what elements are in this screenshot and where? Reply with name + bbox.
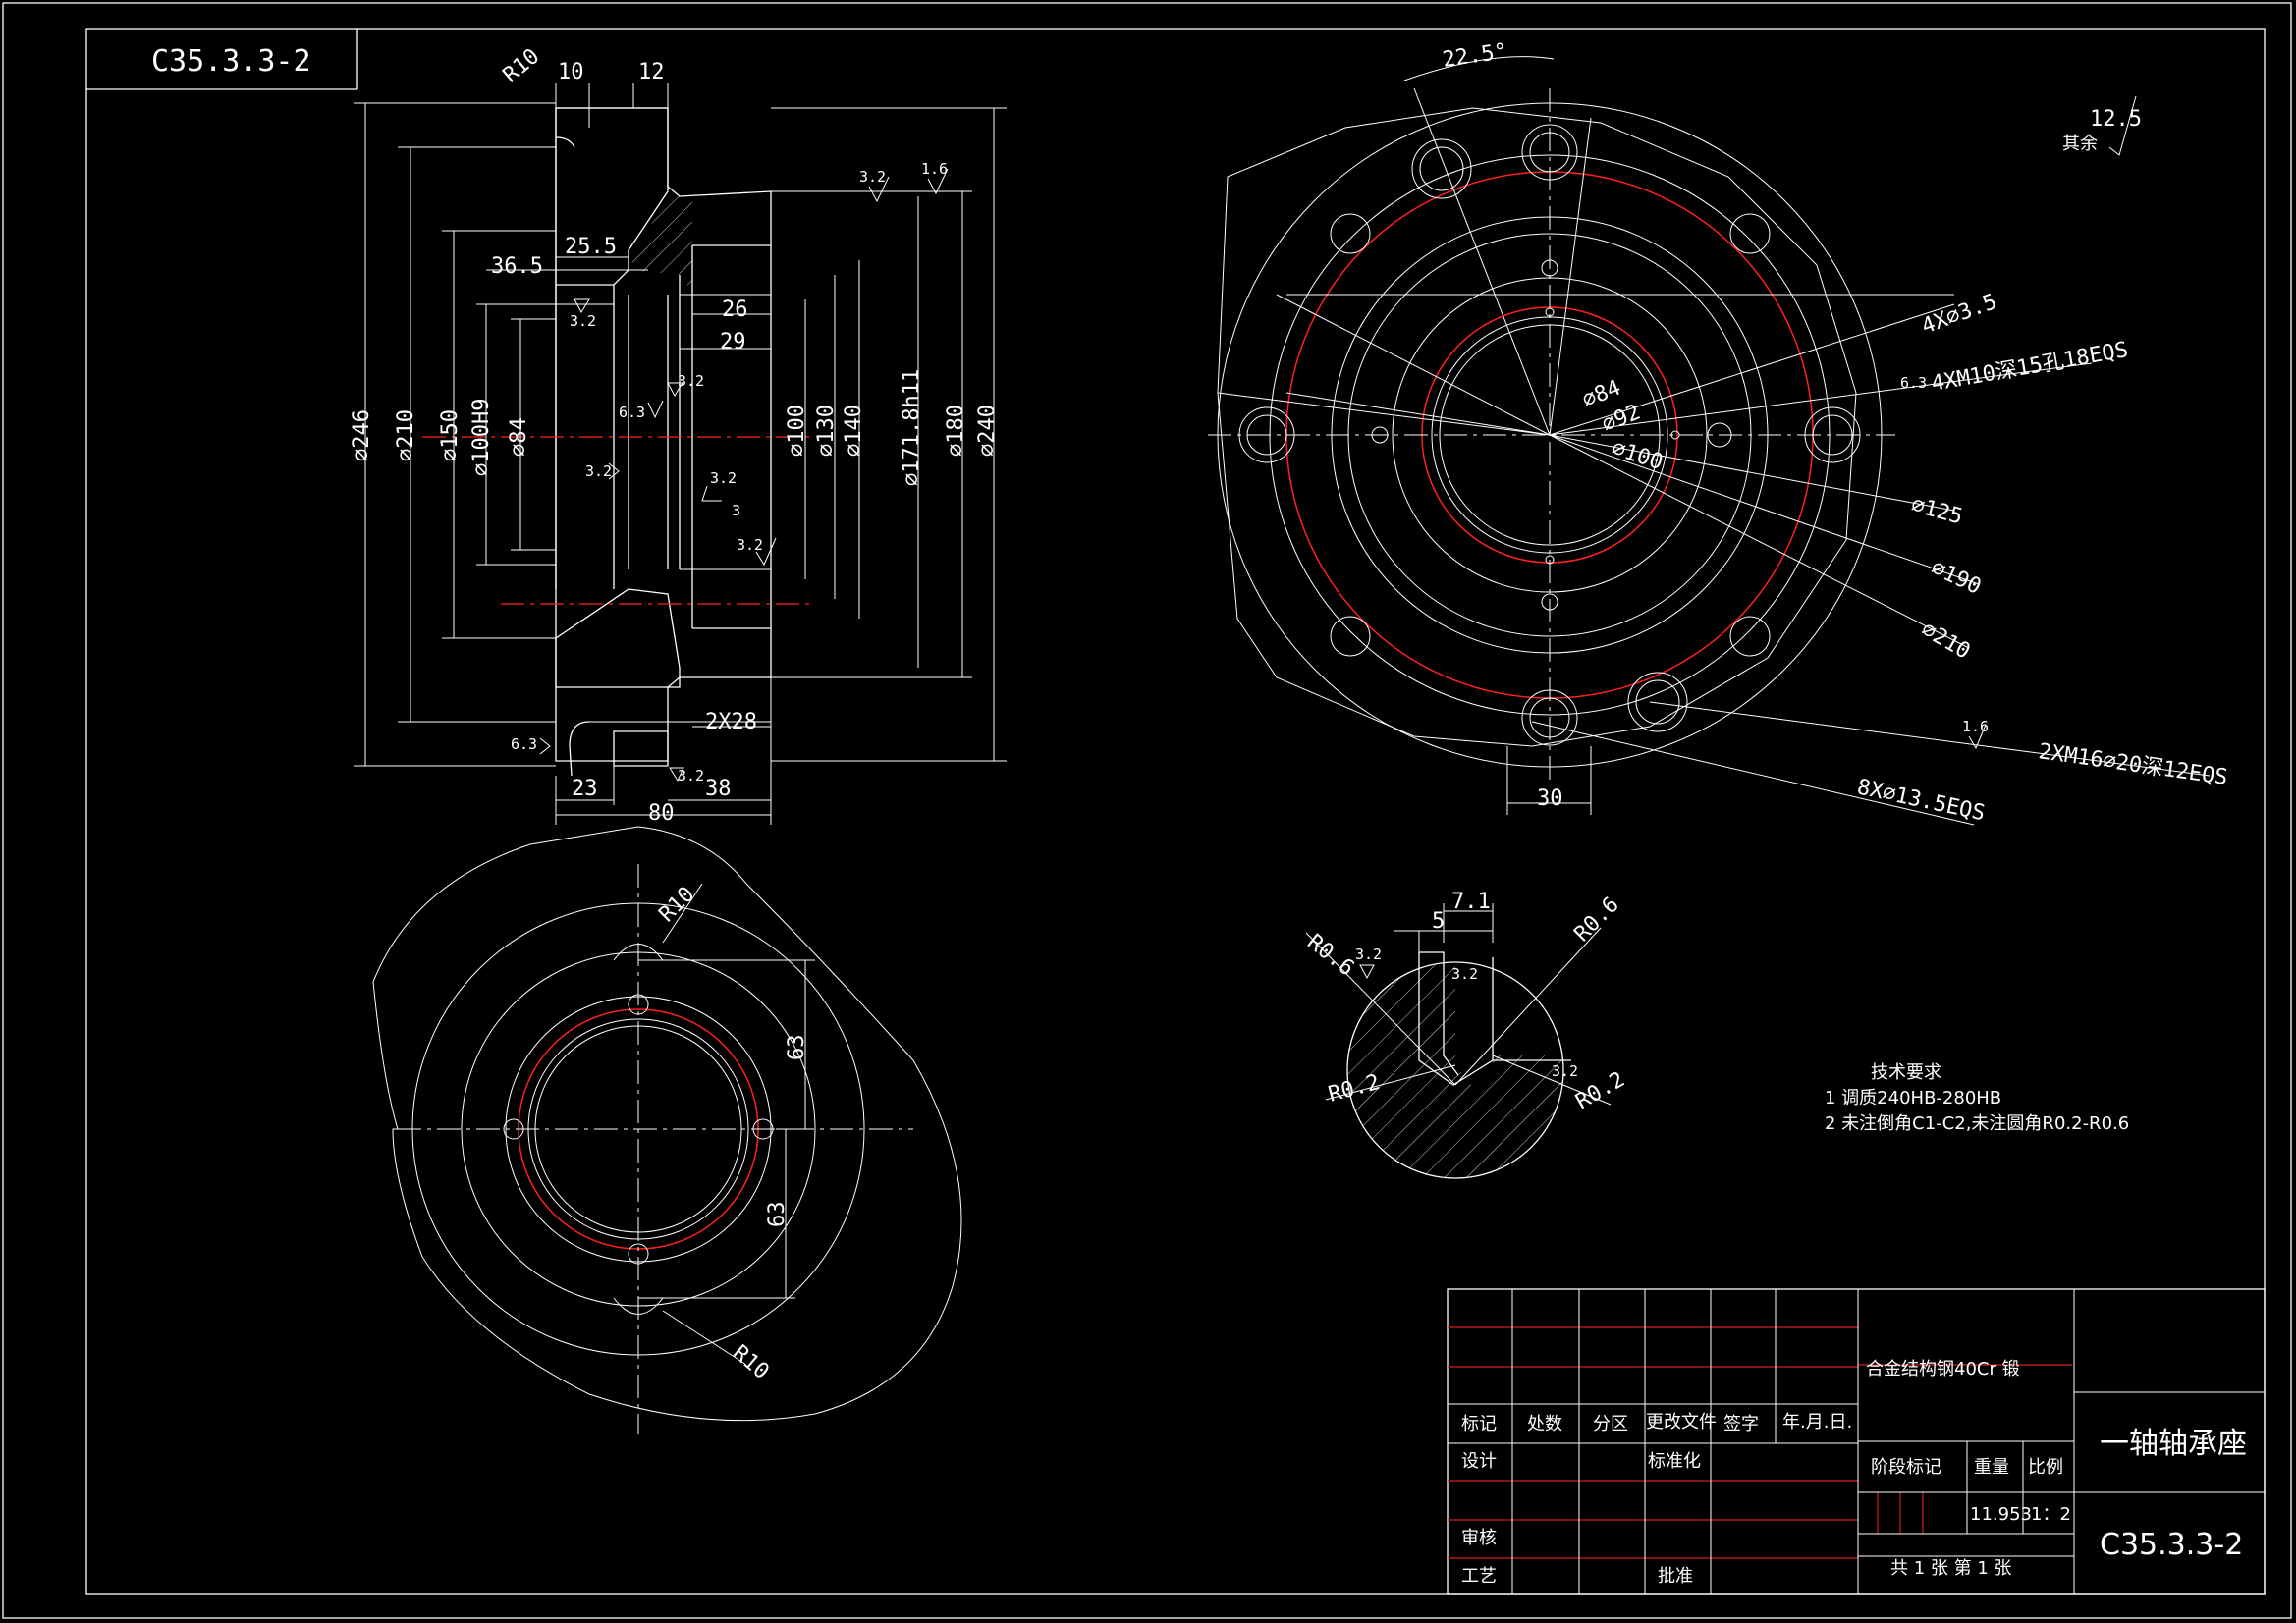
- leader-4x-d3-5: 4X⌀3.5: [1919, 290, 2000, 340]
- leader-rough-1-6: 1.6: [1962, 718, 1989, 735]
- detail-r0-2-right: R0.2: [1572, 1067, 1629, 1114]
- leader-d190: ⌀190: [1927, 556, 1985, 600]
- leader-2x-m16: 2XM16⌀20深12EQS: [2037, 739, 2229, 790]
- dim-38: 38: [705, 777, 732, 801]
- leader-d125: ⌀125: [1908, 493, 1965, 530]
- svg-text:3.2: 3.2: [570, 312, 596, 330]
- svg-text:6.3: 6.3: [511, 735, 537, 753]
- svg-text:6.3: 6.3: [619, 404, 645, 421]
- tb-label-date: 年.月.日.: [1782, 1412, 1852, 1433]
- dim-d150: ⌀150: [438, 409, 463, 461]
- detail-rough-mid: 3.2: [1451, 965, 1478, 983]
- svg-text:3: 3: [732, 502, 740, 519]
- detail-dim-5: 5: [1432, 909, 1445, 934]
- svg-text:3.2: 3.2: [710, 469, 737, 487]
- tb-row-process: 工艺: [1461, 1566, 1497, 1587]
- tb-part-name: 一轴轴承座: [2100, 1427, 2247, 1461]
- dim-25-5: 25.5: [565, 235, 617, 259]
- dim-r10-top: R10: [499, 44, 545, 88]
- tb-row-standard: 标准化: [1648, 1451, 1701, 1472]
- dim-30: 30: [1537, 786, 1563, 811]
- roughness-marks: 3.2 1.6 3.2 6.3 3.2 3.2 3.2 3 3.2 6.3 3.…: [511, 160, 949, 784]
- bottom-r10-bottom: R10: [728, 1340, 774, 1384]
- dim-d100h9: ⌀100H9: [469, 399, 494, 476]
- svg-text:3.2: 3.2: [737, 536, 763, 554]
- leader-d210: ⌀210: [1917, 618, 1974, 665]
- tb-stage-label: 阶段标记: [1871, 1457, 1941, 1478]
- dim-d246: ⌀246: [350, 409, 374, 461]
- tb-row-review: 审核: [1461, 1528, 1497, 1548]
- rough-default-value: 12.5: [2090, 107, 2142, 132]
- dim-29: 29: [720, 330, 746, 354]
- tb-label-signature: 签字: [1723, 1414, 1759, 1434]
- tb-scale-value: 1：2: [2031, 1504, 2071, 1525]
- dim-26: 26: [722, 298, 748, 322]
- svg-text:3.2: 3.2: [678, 767, 704, 784]
- dim-d130: ⌀130: [814, 405, 839, 457]
- dim-d171-8: ⌀171.8h11: [900, 369, 924, 486]
- svg-text:3.2: 3.2: [585, 462, 612, 480]
- tb-sheets: 共 1 张 第 1 张: [1890, 1558, 2012, 1579]
- tb-weight-label: 重量: [1974, 1457, 2009, 1478]
- detail-r0-6-right: R0.6: [1570, 893, 1624, 947]
- tb-label-count: 处数: [1527, 1414, 1562, 1434]
- dim-23: 23: [572, 777, 598, 801]
- dim-80: 80: [648, 801, 675, 826]
- svg-text:3.2: 3.2: [859, 168, 886, 186]
- leader-4x-m10: 4XM10深15孔18EQS: [1930, 338, 2130, 397]
- bottom-view: R10 63 63 R10: [372, 826, 962, 1434]
- tb-label-change-doc: 更改文件: [1646, 1412, 1717, 1433]
- front-view: 22.5° 4X⌀3.5 6.3 4XM10深15孔18EQS ⌀84 ⌀92 …: [1208, 39, 2229, 826]
- title-block: 标记 处数 分区 更改文件 签字 年.月.日. 设计 标准化 审核 工艺 批准 …: [1447, 1288, 2266, 1595]
- dim-d100: ⌀100: [785, 405, 809, 457]
- tb-weight-value: 11.953: [1970, 1504, 2032, 1525]
- tech-requirements: 技术要求 1 调质240HB-280HB 2 未注倒角C1-C2,未注圆角R0.…: [1825, 1062, 2129, 1134]
- svg-text:3.2: 3.2: [678, 372, 704, 390]
- leader-rough-6-3: 6.3: [1900, 374, 1927, 392]
- tech-req-item-2: 2 未注倒角C1-C2,未注圆角R0.2-R0.6: [1825, 1113, 2129, 1134]
- angle-22-5: 22.5°: [1441, 39, 1508, 73]
- svg-text:1.6: 1.6: [921, 160, 948, 178]
- tb-label-zone: 分区: [1593, 1414, 1628, 1434]
- detail-r0-6-left: R0.6: [1302, 930, 1358, 981]
- tb-scale-label: 比例: [2028, 1457, 2063, 1478]
- section-view: R10 10 12 36.5 25.5 26 29 2X28 23 80 38 …: [350, 44, 1007, 826]
- tech-req-item-1: 1 调质240HB-280HB: [1825, 1088, 2001, 1109]
- bottom-dim-63-a: 63: [785, 1035, 809, 1061]
- dim-10: 10: [558, 60, 584, 84]
- dim-d240: ⌀240: [975, 405, 1000, 457]
- detail-view: 7.1 5 R0.6 3.2 3.2 R0.6 R0.2 3.2 R0.2: [1302, 890, 1629, 1179]
- tb-material: 合金结构钢40Cr 锻: [1866, 1359, 2020, 1380]
- leader-8x-d13-5: 8X⌀13.5EQS: [1855, 775, 1988, 826]
- rough-default-label: 其余: [2062, 134, 2098, 154]
- dim-2x28: 2X28: [705, 710, 757, 734]
- tb-row-design: 设计: [1461, 1451, 1497, 1472]
- detail-rough-right: 3.2: [1552, 1062, 1578, 1080]
- tb-drawing-no: C35.3.3-2: [2100, 1528, 2243, 1562]
- corner-code-box: C35.3.3-2: [86, 29, 358, 90]
- bottom-r10-top: R10: [655, 882, 700, 927]
- dim-d84: ⌀84: [507, 417, 531, 457]
- tech-req-title: 技术要求: [1871, 1062, 1941, 1083]
- dim-12: 12: [638, 60, 665, 84]
- dim-d210: ⌀210: [394, 409, 418, 461]
- drawing-frame: [85, 28, 2266, 1595]
- detail-rough-left: 3.2: [1355, 946, 1382, 963]
- tb-label-mark: 标记: [1461, 1414, 1497, 1434]
- dim-d140: ⌀140: [842, 405, 866, 457]
- dim-36-5: 36.5: [491, 254, 543, 279]
- corner-code: C35.3.3-2: [151, 44, 311, 79]
- detail-dim-7-1: 7.1: [1451, 890, 1491, 914]
- bottom-dim-63-b: 63: [765, 1202, 790, 1228]
- tb-row-approve: 批准: [1658, 1566, 1693, 1587]
- dim-d180: ⌀180: [944, 405, 968, 457]
